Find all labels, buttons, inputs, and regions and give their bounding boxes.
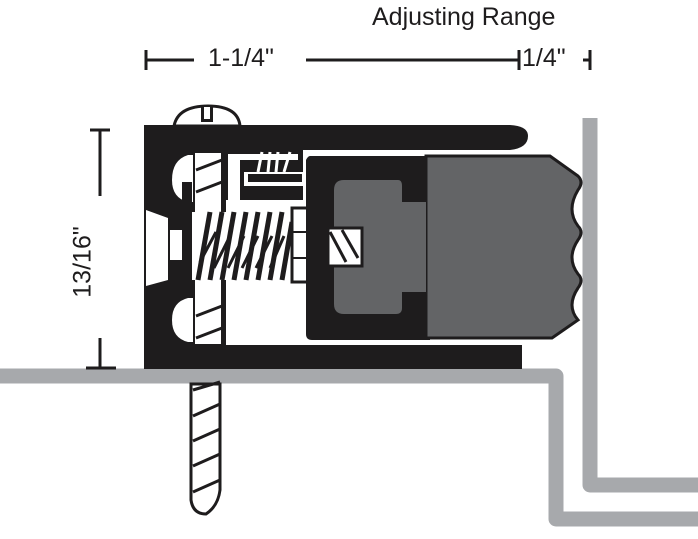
rubber-seal-insert: [326, 154, 583, 340]
dimension-lines: [86, 50, 592, 370]
width-dimension-label: 1-1/4": [208, 44, 274, 72]
adjusting-range-title: Adjusting Range: [372, 3, 556, 31]
screw-head: [172, 104, 242, 128]
adjust-dimension-label: 1/4": [522, 44, 566, 72]
door-jamb: [582, 118, 698, 493]
mounting-screw: [189, 380, 222, 516]
threshold-frame: [0, 368, 698, 527]
height-dimension-label: 13/16": [68, 226, 97, 298]
adjusting-spring: [192, 211, 295, 281]
brush: [244, 151, 306, 186]
door-frame: [0, 118, 698, 527]
